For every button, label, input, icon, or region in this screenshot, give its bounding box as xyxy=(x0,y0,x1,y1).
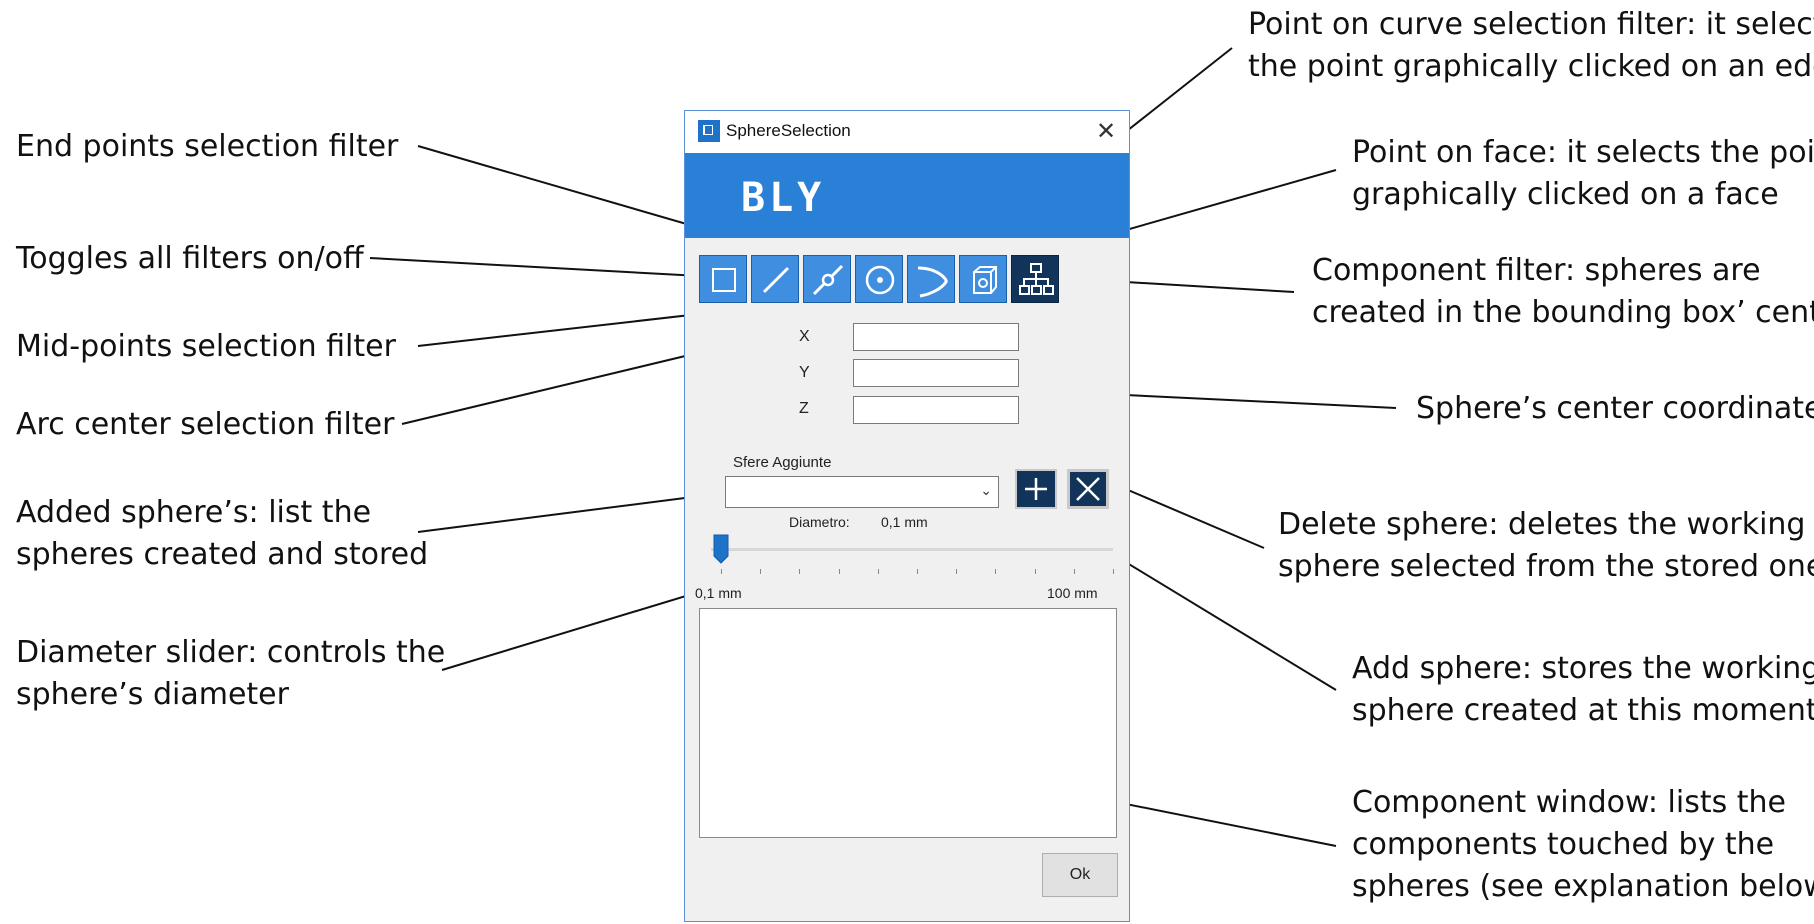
slider-tick xyxy=(877,569,879,574)
bly-logo: BLY xyxy=(741,175,826,221)
point-on-curve-filter-button[interactable] xyxy=(907,255,955,303)
annotation-curve-2: the point graphically clicked on an edge xyxy=(1248,49,1814,84)
annotation-mid-points: Mid-points selection filter xyxy=(16,329,396,364)
slider-min-label: 0,1 mm xyxy=(695,585,742,601)
annotation-component-2: created in the bounding box’ center xyxy=(1312,295,1814,330)
annotation-added-spheres-1: Added sphere’s: list the xyxy=(16,495,372,530)
z-label: Z xyxy=(799,400,809,417)
slider-tick xyxy=(1034,569,1036,574)
plus-icon xyxy=(1025,478,1047,500)
annotation-slider-2: sphere’s diameter xyxy=(16,677,289,712)
slider-tick xyxy=(1113,569,1114,574)
window-title: SphereSelection xyxy=(726,121,851,140)
slider-tick xyxy=(917,569,918,574)
point-on-face-filter-button[interactable] xyxy=(959,255,1007,303)
callout-toggle-all xyxy=(369,257,701,277)
annotation-window-3: spheres (see explanation below) xyxy=(1352,869,1814,904)
delete-sphere-button[interactable] xyxy=(1067,469,1109,509)
annotation-added-spheres-2: spheres created and stored xyxy=(16,537,429,572)
annotation-delete-2: sphere selected from the stored ones xyxy=(1278,549,1814,584)
slider-tick xyxy=(995,569,997,574)
slider-max-label: 100 mm xyxy=(1047,585,1098,601)
callout-added-spheres xyxy=(417,493,717,533)
mid-points-filter-button[interactable] xyxy=(803,255,851,303)
annotation-component-1: Component filter: spheres are xyxy=(1312,253,1761,288)
annotation-slider-1: Diameter slider: controls the xyxy=(16,635,446,670)
x-icon xyxy=(1076,477,1100,501)
added-spheres-dropdown[interactable]: ⌄ xyxy=(725,476,999,508)
square-icon xyxy=(712,268,736,292)
y-label: Y xyxy=(799,364,810,381)
close-button[interactable]: ✕ xyxy=(1095,118,1117,145)
component-window-list[interactable] xyxy=(699,608,1117,838)
toggle-all-filters-button[interactable] xyxy=(699,255,747,303)
annotation-window-2: components touched by the xyxy=(1352,827,1775,862)
diameter-slider-thumb[interactable] xyxy=(713,534,729,564)
annotation-add-1: Add sphere: stores the working xyxy=(1352,651,1814,686)
added-spheres-label: Sfere Aggiunte xyxy=(733,454,832,471)
callout-component xyxy=(1125,281,1295,293)
annotation-face-2: graphically clicked on a face xyxy=(1352,177,1779,212)
ok-button[interactable]: Ok xyxy=(1042,853,1118,897)
slider-tick xyxy=(956,569,958,574)
chevron-down-icon: ⌄ xyxy=(980,482,992,498)
logo-banner: BLY xyxy=(685,153,1129,238)
title-bar[interactable]: SphereSelection ✕ xyxy=(685,111,1129,153)
diameter-value: 0,1 mm xyxy=(881,514,928,530)
arc-center-filter-button[interactable] xyxy=(855,255,903,303)
slider-tick xyxy=(799,569,801,574)
circle-center-icon xyxy=(865,265,895,295)
component-filter-button[interactable] xyxy=(1011,255,1059,303)
face-point-icon xyxy=(973,266,997,294)
x-label: X xyxy=(799,328,810,345)
callout-delete xyxy=(1113,483,1265,549)
app-icon xyxy=(698,120,720,142)
y-coordinate-input[interactable] xyxy=(853,359,1019,387)
annotation-curve-1: Point on curve selection filter: it sele… xyxy=(1248,7,1814,42)
hierarchy-icon xyxy=(1019,263,1054,295)
annotation-coords: Sphere’s center coordinates xyxy=(1416,391,1814,426)
add-sphere-button[interactable] xyxy=(1015,469,1057,509)
annotation-add-2: sphere created at this moment xyxy=(1352,693,1814,728)
sphere-selection-dialog: SphereSelection ✕ BLY xyxy=(684,110,1130,922)
line-endpoint-icon xyxy=(762,266,790,294)
slider-tick xyxy=(760,569,762,574)
annotation-window-1: Component window: lists the xyxy=(1352,785,1786,820)
slider-tick xyxy=(721,569,722,574)
annotation-face-1: Point on face: it selects the point xyxy=(1352,135,1814,170)
annotation-delete-1: Delete sphere: deletes the working xyxy=(1278,507,1806,542)
diameter-slider-track[interactable] xyxy=(711,548,1113,551)
midpoint-icon xyxy=(812,264,844,296)
annotation-end-points: End points selection filter xyxy=(16,129,399,164)
z-coordinate-input[interactable] xyxy=(853,396,1019,424)
end-points-filter-button[interactable] xyxy=(751,255,799,303)
diameter-label: Diametro: xyxy=(789,514,850,530)
slider-tick xyxy=(838,569,840,574)
curve-point-icon xyxy=(917,266,948,298)
slider-tick xyxy=(1073,569,1075,574)
annotation-arc-center: Arc center selection filter xyxy=(16,407,395,442)
x-coordinate-input[interactable] xyxy=(853,323,1019,351)
annotation-toggle-all: Toggles all filters on/off xyxy=(16,241,364,276)
